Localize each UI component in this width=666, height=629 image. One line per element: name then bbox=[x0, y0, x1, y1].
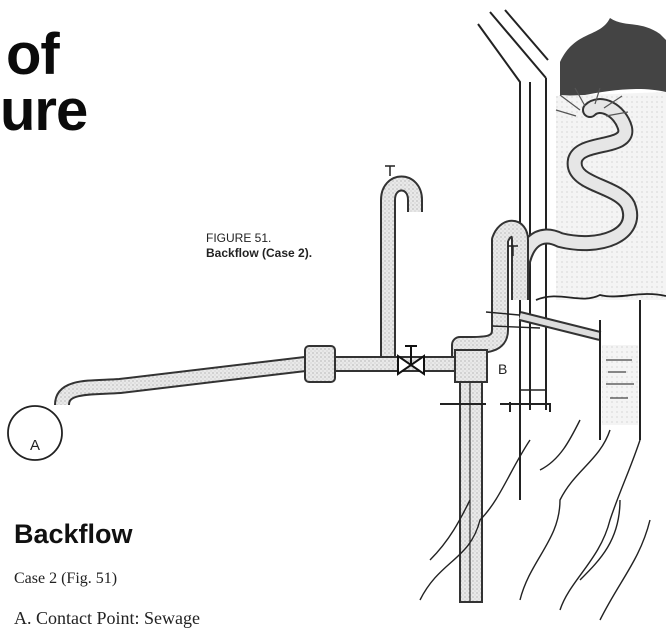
label-b: B bbox=[498, 361, 507, 377]
well-pipe bbox=[460, 382, 482, 602]
label-a: A bbox=[30, 437, 40, 454]
sewage-pit bbox=[600, 300, 640, 440]
section-heading: Backflow bbox=[14, 519, 133, 550]
contact-point-line: A. Contact Point: Sewage bbox=[14, 608, 200, 629]
fitting-b bbox=[455, 350, 487, 382]
case-reference: Case 2 (Fig. 51) bbox=[14, 570, 117, 588]
pipe-fitting bbox=[305, 346, 335, 382]
tree-roots bbox=[420, 420, 650, 620]
